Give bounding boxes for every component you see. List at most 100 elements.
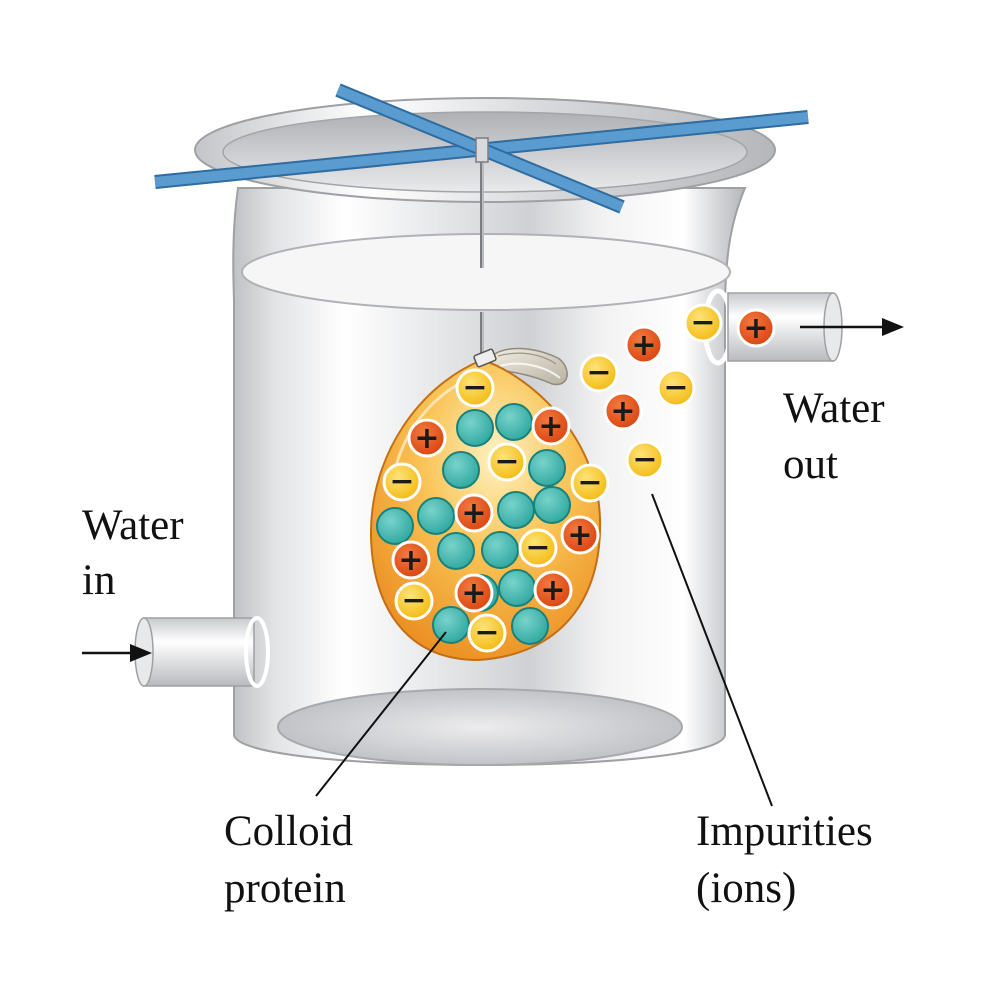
positive-ion: +: [454, 573, 494, 613]
positive-ion: +: [407, 418, 447, 458]
negative-ion-symbol: −: [632, 442, 657, 477]
positive-ion-circle: [531, 406, 571, 446]
positive-ion-symbol: +: [538, 409, 563, 444]
positive-ion: +: [531, 406, 571, 446]
hanging-wire: [475, 137, 489, 356]
negative-ion-circle: [467, 613, 507, 653]
colloid-protein-particle: [511, 607, 549, 645]
label-water-in-line2: in: [82, 557, 115, 604]
colloid-protein-particle: [456, 409, 494, 447]
negative-ion-symbol: −: [401, 583, 426, 618]
positive-ion-circle: [736, 308, 776, 348]
positive-ion-symbol: +: [567, 518, 592, 553]
negative-ion-symbol: −: [663, 370, 688, 405]
beaker-bottom: [277, 688, 683, 766]
label-colloid-line2: protein: [224, 865, 346, 912]
negative-ion-circle: [625, 440, 665, 480]
label-water-in-line1: Water: [82, 502, 184, 549]
colloid-protein-particle: [533, 486, 571, 524]
negative-ion-circle: [382, 462, 422, 502]
negative-ion-symbol: −: [577, 465, 602, 500]
colloid-leader-line: [315, 631, 447, 797]
positive-ion-symbol: +: [743, 311, 768, 346]
positive-ion: +: [533, 570, 573, 610]
label-colloid-line1: Colloid: [224, 808, 353, 855]
colloid-protein-particle: [481, 531, 519, 569]
positive-ion-symbol: +: [631, 328, 656, 363]
negative-ion-symbol: −: [494, 444, 519, 479]
water-inlet-pipe: [134, 616, 270, 688]
positive-ion: +: [736, 308, 776, 348]
colloid-protein-particle: [495, 403, 533, 441]
positive-ion-circle: [560, 515, 600, 555]
negative-ion: −: [570, 463, 610, 503]
negative-ion-symbol: −: [586, 355, 611, 390]
negative-ion-circle: [683, 303, 723, 343]
positive-ion: +: [624, 325, 664, 365]
impurities-leader-line: [651, 493, 773, 807]
negative-ion: −: [518, 528, 558, 568]
negative-ion-circle: [455, 368, 495, 408]
label-impurities-line2: (ions): [696, 865, 796, 912]
label-water-out-line1: Water: [783, 385, 885, 432]
label-water-out-line2: out: [783, 441, 838, 488]
colloid-protein-particle: [432, 606, 470, 644]
water-out-arrow: [800, 318, 904, 336]
positive-ion-circle: [603, 391, 643, 431]
label-impurities-line1: Impurities: [696, 808, 873, 855]
colloid-protein-particle: [528, 449, 566, 487]
colloid-protein-particle: [376, 507, 414, 545]
label-water-in: Water in: [82, 502, 194, 604]
positive-ion-circle: [624, 325, 664, 365]
negative-ion-symbol: −: [474, 615, 499, 650]
bag-clip: [473, 348, 497, 368]
negative-ion-circle: [394, 581, 434, 621]
particles: ++++++++++−−−−−−−−−−−: [376, 303, 776, 653]
negative-ion: −: [579, 353, 619, 393]
negative-ion-circle: [570, 463, 610, 503]
negative-ion: −: [683, 303, 723, 343]
negative-ion: −: [487, 442, 527, 482]
positive-ion-symbol: +: [461, 576, 486, 611]
positive-ion-symbol: +: [398, 543, 423, 578]
negative-ion-symbol: −: [462, 370, 487, 405]
negative-ion-circle: [656, 368, 696, 408]
positive-ion-symbol: +: [461, 496, 486, 531]
positive-ion-circle: [391, 540, 431, 580]
positive-ion-circle: [454, 573, 494, 613]
water-surface: [241, 233, 731, 311]
colloid-protein-particle: [497, 491, 535, 529]
negative-ion-circle: [518, 528, 558, 568]
positive-ion: +: [603, 391, 643, 431]
water-in-arrow: [82, 644, 152, 662]
positive-ion-circle: [407, 418, 447, 458]
negative-ion: −: [656, 368, 696, 408]
positive-ion: +: [391, 540, 431, 580]
positive-ion-symbol: +: [540, 573, 565, 608]
negative-ion: −: [455, 368, 495, 408]
positive-ion: +: [560, 515, 600, 555]
bag-tie: [486, 347, 568, 386]
positive-ion: +: [454, 493, 494, 533]
colloid-protein-particle: [498, 569, 536, 607]
negative-ion-symbol: −: [525, 530, 550, 565]
negative-ion-symbol: −: [389, 464, 414, 499]
colloid-protein-particle: [437, 532, 475, 570]
negative-ion-symbol: −: [690, 305, 715, 340]
negative-ion: −: [394, 581, 434, 621]
negative-ion-circle: [579, 353, 619, 393]
negative-ion-circle: [487, 442, 527, 482]
negative-ion: −: [382, 462, 422, 502]
positive-ion-circle: [454, 493, 494, 533]
negative-ion: −: [467, 613, 507, 653]
label-colloid-protein: Colloid protein: [224, 808, 364, 912]
negative-ion: −: [625, 440, 665, 480]
positive-ion-circle: [533, 570, 573, 610]
colloid-protein-particle: [442, 451, 480, 489]
label-water-out: Water out: [783, 385, 895, 488]
colloid-protein-particle: [417, 497, 455, 535]
positive-ion-symbol: +: [414, 421, 439, 456]
label-impurities-ions: Impurities (ions): [696, 808, 884, 912]
positive-ion-symbol: +: [610, 394, 635, 429]
